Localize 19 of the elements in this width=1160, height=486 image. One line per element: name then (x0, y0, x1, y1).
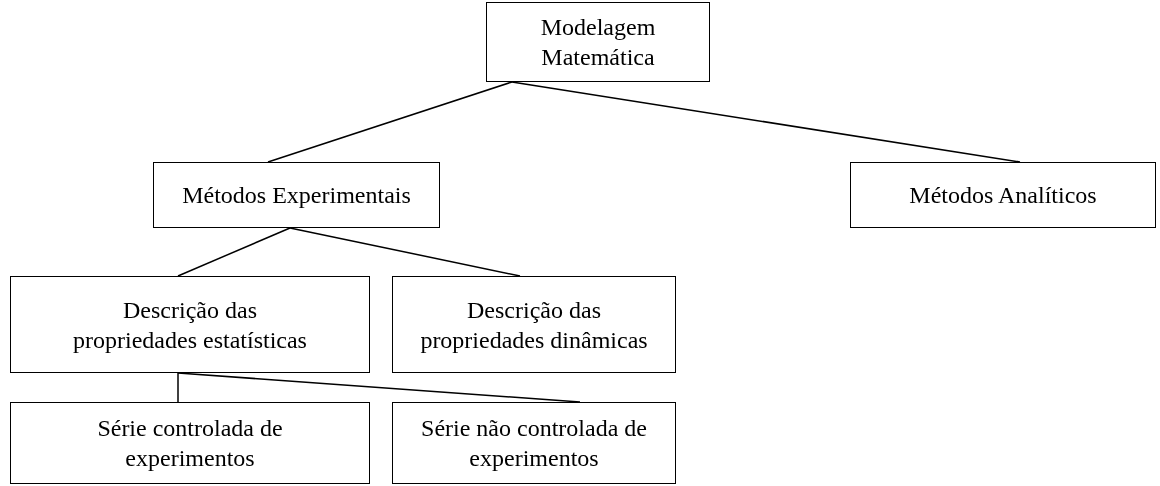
box-label: Métodos Analíticos (909, 181, 1097, 210)
process-box (392, 276, 676, 373)
box-label: Métodos Experimentais (182, 181, 411, 210)
process-box (10, 276, 370, 373)
process-box (486, 2, 710, 82)
box-label: Descrição das propriedades estatísticas (72, 295, 308, 355)
connector-line (289, 227, 521, 277)
process-box (153, 162, 440, 228)
process-box (10, 402, 370, 484)
box-label: Série controlada de experimentos (96, 414, 284, 473)
process-box (850, 162, 1156, 228)
connector-line (267, 81, 513, 163)
box-label: Série não controlada de experimentos (420, 414, 648, 473)
box-label: Modelagem Matemática (539, 13, 657, 72)
connector-line (177, 372, 179, 403)
connector-line (511, 81, 1021, 163)
connector-line (177, 227, 291, 277)
box-label: Descrição das propriedades dinâmicas (419, 295, 649, 355)
process-box (392, 402, 676, 484)
